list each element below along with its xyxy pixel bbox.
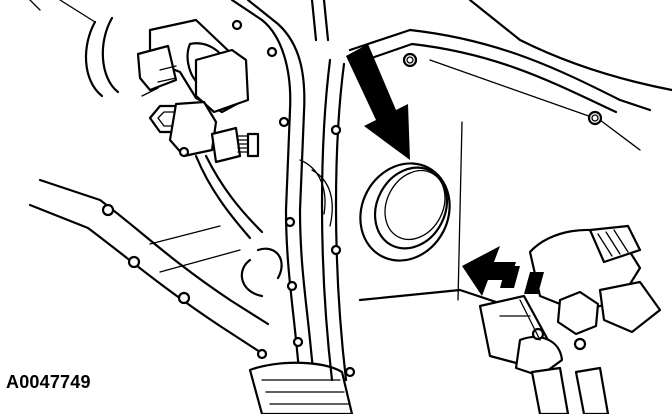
fluid-lines xyxy=(194,154,264,240)
transmission-case xyxy=(230,0,330,382)
connector-hex-nut xyxy=(556,290,600,336)
access-plug xyxy=(359,162,451,262)
upper-left-housing xyxy=(29,0,120,98)
figure-id-label: A0047749 xyxy=(6,372,91,392)
dashed-arrow-icon xyxy=(462,246,544,296)
right-housing-plate xyxy=(299,0,672,382)
lower-tube xyxy=(240,247,354,414)
valve-body-assembly xyxy=(136,18,260,164)
solid-arrow-icon xyxy=(346,44,410,160)
right-connector-assembly xyxy=(478,224,662,414)
left-pan-flange xyxy=(28,178,270,354)
